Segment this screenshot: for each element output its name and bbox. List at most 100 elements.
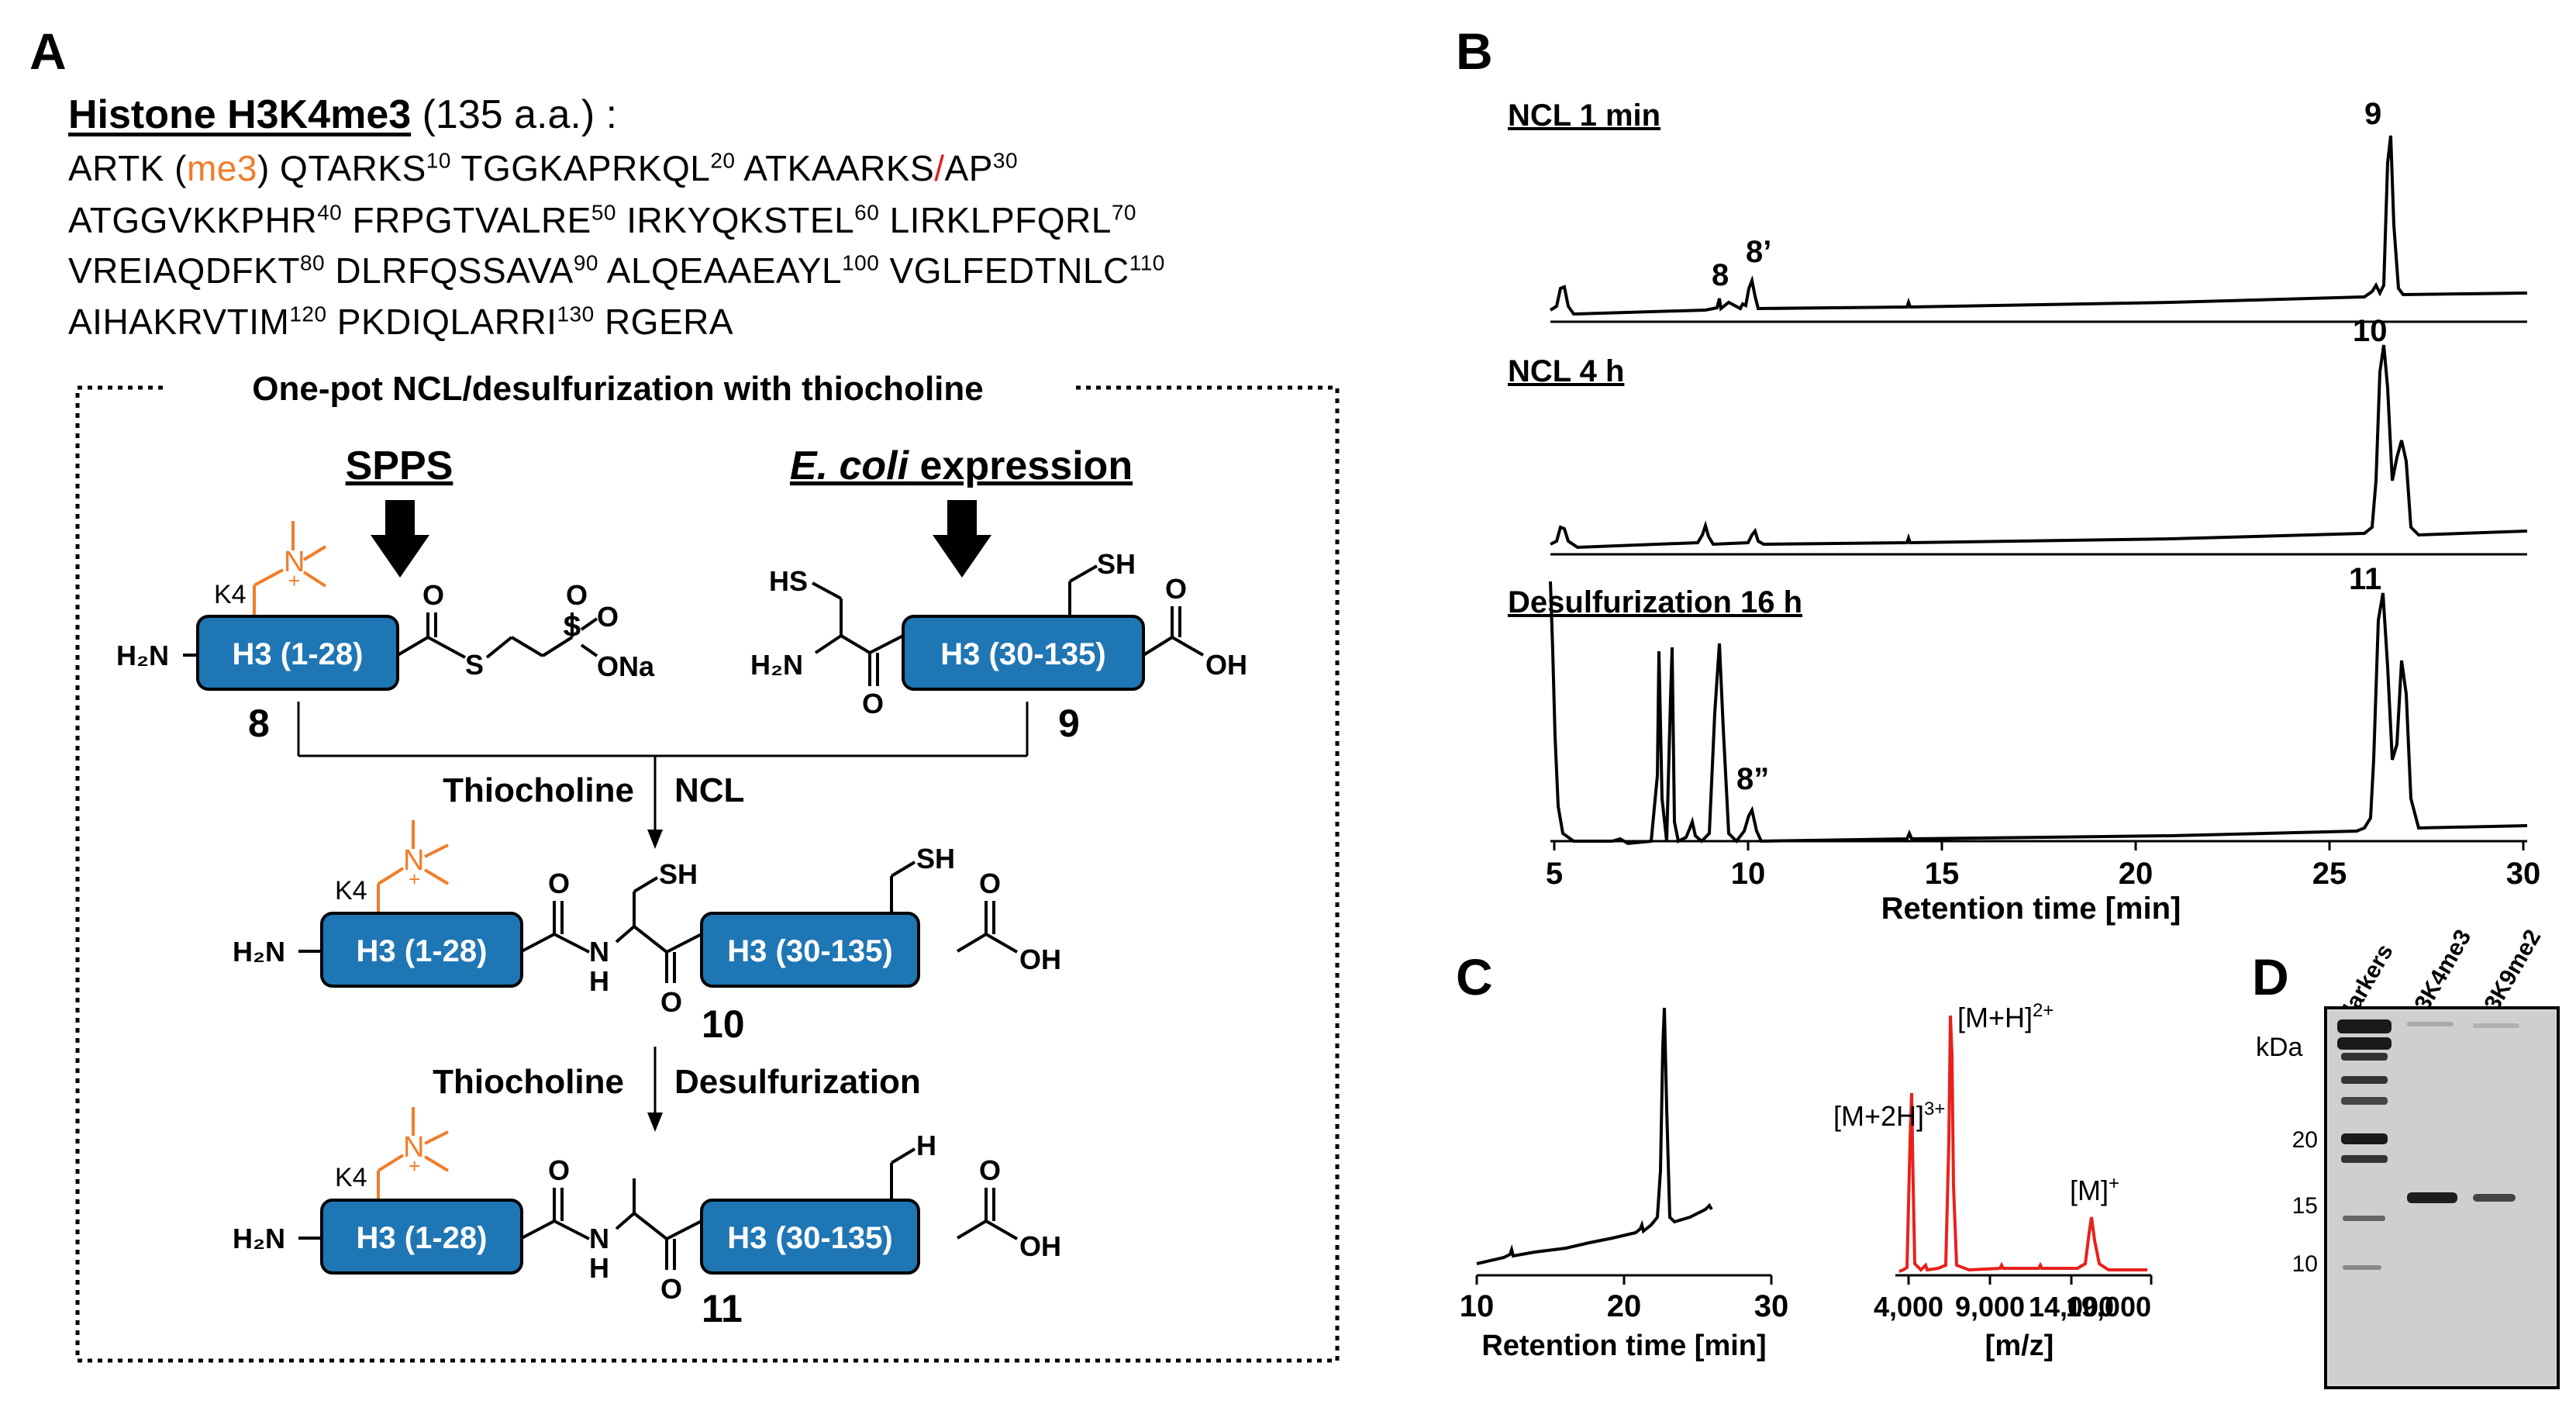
tick-label: 20: [2119, 857, 2154, 891]
svg-text:N: N: [403, 844, 424, 877]
svg-text:H: H: [589, 965, 609, 997]
chromatogram-trace-ncl-1min: [1549, 135, 2528, 316]
compound-11: N + K4 H₂N H3 (1-28) O N H O: [233, 1107, 1061, 1330]
trace-label-desulf-16h: Desulfurization 16 h: [1508, 585, 1802, 619]
sequence-line-2: ATGGVKKPHR40 FRPGTVALRE50 IRKYQKSTEL60 L…: [68, 200, 1136, 240]
svg-text:H: H: [589, 1252, 609, 1284]
sequence-line-1: ARTK (me3) QTARKS10 TGGKAPRKQL20 ATKAARK…: [68, 148, 1019, 188]
down-arrow-icon: [647, 830, 663, 849]
h3-1-28-segment: [196, 615, 399, 691]
trace-label-ncl-1min: NCL 1 min: [1508, 98, 1660, 133]
sequence-line-4: AIHAKRVTIM120 PKDIQLARRI130 RGERA: [68, 302, 734, 342]
svg-text:O: O: [1165, 573, 1187, 605]
svg-text:H₂N: H₂N: [233, 936, 285, 968]
svg-text:O: O: [597, 601, 619, 633]
sds-page-gel: Markers H3K4me3 H3K9me2 kDa 20 15 10: [2256, 926, 2560, 1389]
mw-label: 10: [2292, 1251, 2318, 1277]
svg-text:O: O: [979, 1154, 1001, 1186]
peak-label-9: 9: [2364, 97, 2381, 131]
kda-label: kDa: [2256, 1033, 2303, 1062]
lc-tick-label: 30: [1754, 1289, 1789, 1323]
ms-x-axis-label: [m/z]: [1985, 1330, 2054, 1362]
tick-label: 15: [1925, 857, 1960, 891]
svg-text:OH: OH: [1019, 1230, 1061, 1262]
hplc-chromatograms: NCL 1 min NCL 4 h Desulfurization 16 h 9…: [1508, 97, 2541, 926]
sequence-line-3: VREIAQDFKT80 DLRFQSSAVA90 ALQEAAEAYL100 …: [68, 250, 1165, 291]
ms-tick-label: 19,000: [2066, 1291, 2151, 1323]
svg-text:S: S: [465, 649, 484, 681]
svg-text:S: S: [563, 610, 581, 642]
peak-label-8: 8: [1712, 258, 1729, 292]
svg-text:H3 (30-135): H3 (30-135): [727, 1221, 892, 1255]
ligation-site-mark: /: [934, 148, 945, 188]
lc-tick-label: 10: [1460, 1289, 1495, 1323]
ms-tick-label: 14,000: [2029, 1291, 2114, 1323]
spps-label: SPPS: [346, 443, 453, 488]
ion-label-m: [M]+: [2070, 1173, 2119, 1206]
mw-label: 20: [2292, 1127, 2318, 1153]
band-h3k9me2: [2473, 1194, 2516, 1202]
svg-text:SH: SH: [1097, 548, 1136, 580]
panel-b-letter: B: [1456, 22, 1493, 80]
svg-text:K4: K4: [335, 1163, 367, 1192]
svg-text:N: N: [284, 546, 305, 578]
x-axis-ticks: [1553, 841, 2525, 850]
lc-trace: [1476, 1007, 1713, 1265]
svg-text:H3 (30-135): H3 (30-135): [940, 637, 1105, 671]
svg-text:OH: OH: [1205, 649, 1247, 681]
panel-c-charts: 10 20 30 Retention time [min] 4,000 9,00…: [1460, 1000, 2153, 1362]
protein-title-rest: (135 a.a.) :: [411, 92, 618, 137]
down-arrow-icon: [371, 500, 429, 578]
compound-9: HS H₂N O H3 (30-135) SH O OH 9: [750, 548, 1247, 745]
me3-mark: me3: [186, 148, 257, 188]
svg-text:H3 (30-135): H3 (30-135): [727, 934, 892, 968]
svg-text:O: O: [422, 579, 444, 611]
svg-text:10: 10: [702, 1002, 745, 1046]
protein-title-bold: Histone H3K4me3: [68, 92, 412, 137]
peak-label-10: 10: [2353, 314, 2388, 348]
thiocholine-label-1: Thiocholine: [443, 771, 634, 809]
panel-c-letter: C: [1456, 948, 1493, 1006]
ligation-bracket: [297, 702, 1029, 833]
svg-text:+: +: [409, 868, 420, 891]
svg-text:O: O: [660, 986, 682, 1018]
svg-text:N: N: [589, 936, 609, 968]
svg-text:H₂N: H₂N: [750, 649, 803, 681]
chromatogram-trace-desulf-16h: [1549, 581, 2528, 846]
desulfurization-label: Desulfurization: [674, 1063, 921, 1101]
svg-text:8: 8: [248, 702, 270, 745]
dotted-box-border: [75, 385, 1340, 1363]
svg-text:K4: K4: [214, 580, 247, 609]
marker-bands: [2337, 1019, 2392, 1270]
svg-text:ONa: ONa: [597, 650, 655, 682]
svg-text:+: +: [409, 1154, 420, 1178]
svg-text:N: N: [403, 1131, 424, 1164]
tick-label: 10: [1731, 857, 1766, 891]
svg-text:K4: K4: [335, 876, 367, 906]
box-title: One-pot NCL/desulfurization with thiocho…: [252, 370, 984, 408]
chromatogram-trace-ncl-4h: [1550, 344, 2528, 550]
panel-d-letter: D: [2252, 948, 2289, 1006]
svg-text:H3 (1-28): H3 (1-28): [233, 637, 364, 671]
tick-label: 30: [2506, 857, 2541, 891]
mw-label: 15: [2292, 1193, 2318, 1219]
svg-text:O: O: [566, 579, 588, 611]
svg-text:H3 (1-28): H3 (1-28): [357, 934, 488, 968]
svg-text:H: H: [916, 1130, 936, 1161]
svg-text:11: 11: [702, 1287, 743, 1330]
lc-tick-label: 20: [1607, 1289, 1642, 1323]
svg-text:HS: HS: [769, 565, 808, 597]
panel-a-letter: A: [29, 22, 67, 80]
peak-label-8-double-prime: 8”: [1736, 762, 1769, 796]
ms-tick-label: 4,000: [1874, 1291, 1943, 1323]
synthesis-scheme: One-pot NCL/desulfurization with thiocho…: [75, 370, 1340, 1363]
trace-label-ncl-4h: NCL 4 h: [1508, 354, 1624, 388]
h3-30-135-segment: [700, 1199, 920, 1275]
compound-10: N + K4 H₂N H3 (1-28) O N H: [233, 820, 1061, 1046]
svg-text:SH: SH: [916, 843, 955, 874]
svg-text:O: O: [548, 1154, 570, 1186]
svg-text:SH: SH: [659, 858, 698, 890]
svg-text:H3 (1-28): H3 (1-28): [357, 1221, 488, 1255]
tick-label: 25: [2312, 857, 2347, 891]
h3-30-135-segment: [700, 912, 920, 988]
